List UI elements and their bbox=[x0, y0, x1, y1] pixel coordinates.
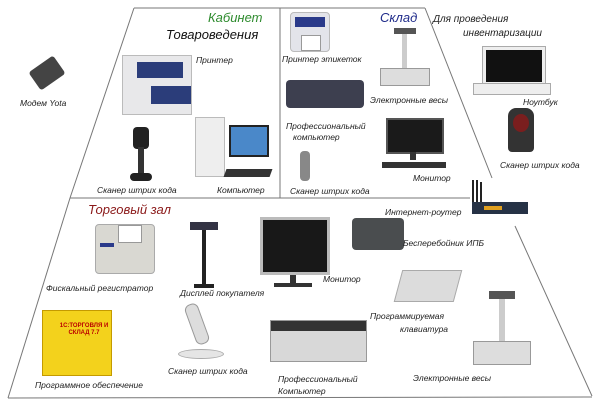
sales-pc-label-1: Профессиональный bbox=[278, 374, 358, 384]
top-left-border bbox=[69, 7, 135, 199]
router-label: Интернет-роутер bbox=[385, 207, 462, 217]
label-printer-icon bbox=[290, 12, 330, 52]
sales-monitor-icon bbox=[260, 217, 330, 289]
bottom-left-border bbox=[7, 197, 71, 399]
software-box-icon: 1С:ТОРГОВЛЯ И СКЛАД 7.7 bbox=[42, 310, 112, 376]
fiscal-register-icon bbox=[95, 224, 155, 274]
laptop-icon bbox=[473, 47, 553, 95]
warehouse-pc-label-1: Профессиональный bbox=[286, 121, 366, 131]
barcode-scanner-icon bbox=[130, 127, 152, 181]
sales-scanner-label: Сканер штрих кода bbox=[168, 366, 248, 376]
printer-icon bbox=[122, 55, 192, 115]
bottom-border bbox=[7, 396, 593, 399]
office-computer-label: Компьютер bbox=[217, 185, 265, 195]
label-printer-label: Принтер этикеток bbox=[282, 54, 362, 64]
prog-keyboard-label-2: клавиатура bbox=[400, 324, 449, 334]
bottom-right-border bbox=[514, 225, 593, 397]
desktop-computer-icon bbox=[270, 320, 367, 362]
office-scanner-label: Сканер штрих кода bbox=[97, 185, 177, 195]
router-icon bbox=[470, 180, 530, 220]
prog-keyboard-label-1: Программируемая bbox=[370, 311, 445, 321]
office-printer-label: Принтер bbox=[196, 55, 233, 65]
warehouse-title: Склад bbox=[380, 10, 418, 25]
office-subtitle: Товароведения bbox=[166, 27, 259, 42]
software-box-title: 1С:ТОРГОВЛЯ И СКЛАД 7.7 bbox=[59, 323, 109, 336]
handheld-scanner-stand-icon bbox=[178, 301, 224, 359]
programmable-keyboard-icon bbox=[393, 270, 463, 302]
software-label: Программное обеспечение bbox=[35, 380, 143, 390]
office-title: Кабинет bbox=[208, 10, 263, 25]
ups-label: Бесперебойник ИПБ bbox=[403, 238, 485, 248]
monitor-icon bbox=[382, 118, 454, 170]
warehouse-scanner-label: Сканер штрих кода bbox=[290, 186, 370, 196]
ups-icon bbox=[352, 218, 404, 250]
pro-computer-icon bbox=[286, 80, 364, 108]
inventory-scanner-label: Сканер штрих кода bbox=[500, 160, 580, 170]
fiscal-register-label: Фискальный регистратор bbox=[46, 283, 154, 293]
handheld-scanner-icon bbox=[300, 151, 310, 181]
customer-display-label: Дисплей покупателя bbox=[180, 288, 265, 298]
inventory-divider bbox=[424, 7, 493, 179]
scales-icon bbox=[380, 28, 430, 88]
sales-scales-icon bbox=[473, 291, 531, 367]
sales-monitor-label: Монитор bbox=[323, 274, 361, 284]
inventory-title-1: Для проведения bbox=[433, 14, 509, 25]
inventory-title-2: инвентаризации bbox=[463, 28, 542, 39]
sales-scales-label: Электронные весы bbox=[413, 373, 492, 383]
laptop-label: Ноутбук bbox=[523, 97, 558, 107]
warehouse-scales-label: Электронные весы bbox=[370, 95, 449, 105]
customer-display-icon bbox=[190, 222, 220, 290]
warehouse-pc-label-2: компьютер bbox=[293, 132, 340, 142]
modem-label: Модем Yota bbox=[20, 98, 67, 108]
computer-icon bbox=[195, 117, 275, 187]
presentation-scanner-icon bbox=[508, 108, 534, 152]
sales-floor-title: Торговый зал bbox=[88, 202, 171, 217]
sales-pc-label-2: Компьютер bbox=[278, 386, 326, 396]
warehouse-monitor-label: Монитор bbox=[413, 173, 451, 183]
